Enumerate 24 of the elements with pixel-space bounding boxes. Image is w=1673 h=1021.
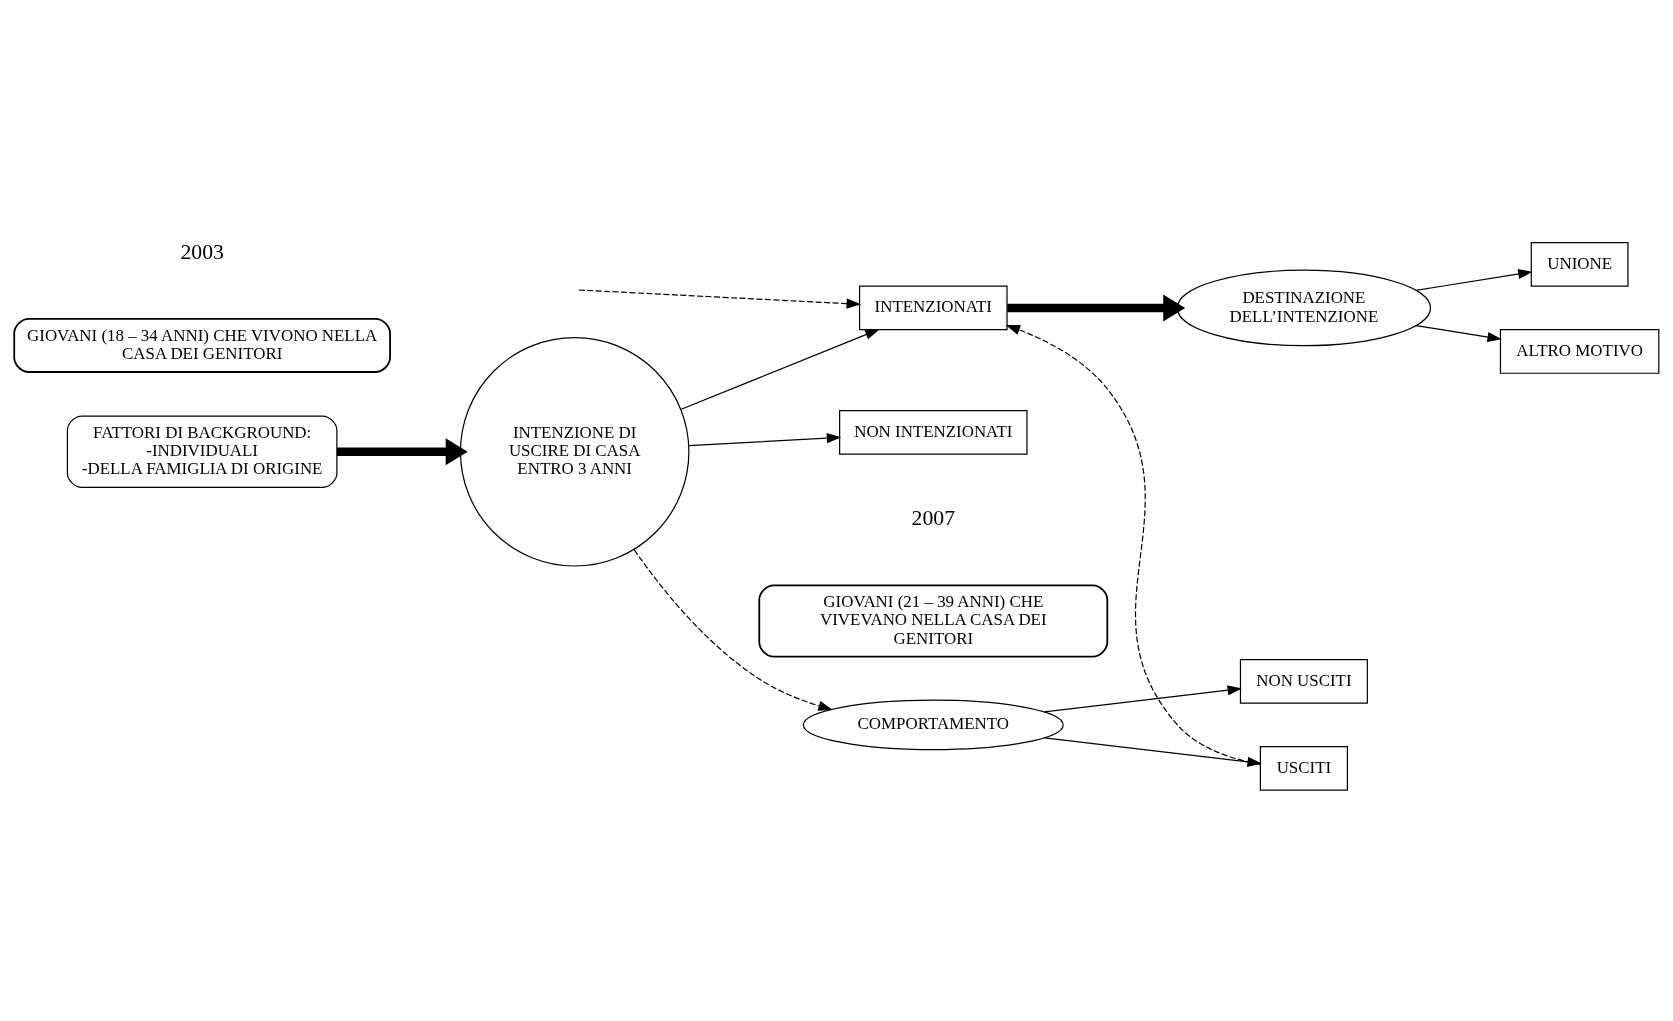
arrow [633, 548, 833, 711]
node-box: INTENZIONATI [858, 285, 1008, 330]
node-box: ALTRO MOTIVO [1499, 328, 1660, 374]
node-box: NON USCITI [1239, 658, 1368, 704]
node-box: FATTORI DI BACKGROUND: -INDIVIDUALI -DELLA FAMIGLIA DI ORIGINE [66, 415, 338, 488]
arrow [578, 288, 862, 309]
arrow [1043, 736, 1262, 767]
node-box: GIOVANI (18 – 34 ANNI) CHE VIVONO NELLA CASA DEI GENITORI [13, 317, 391, 373]
label: 2003 [180, 239, 224, 264]
arrow [680, 328, 880, 410]
arrow [1043, 684, 1243, 712]
arrow [1005, 324, 1261, 765]
arrow [688, 432, 842, 446]
node-box: GIOVANI (21 – 39 ANNI) CHE VIVEVANO NELLA CASA DEI GENITORI [758, 583, 1109, 658]
node-ellipse: DESTINAZIONE DELL’INTENZIONE [1176, 269, 1432, 346]
arrow [1415, 268, 1533, 291]
node-box: UNIONE [1530, 241, 1629, 287]
label: 2007 [911, 505, 956, 530]
arrow [1415, 324, 1502, 342]
arrow [336, 437, 468, 465]
arrow [1007, 294, 1186, 321]
node-box: USCITI [1259, 745, 1348, 791]
node-box: NON INTENZIONATI [839, 409, 1028, 455]
node-circle: INTENZIONE DI USCIRE DI CASA ENTRO 3 ANNI [459, 336, 690, 567]
